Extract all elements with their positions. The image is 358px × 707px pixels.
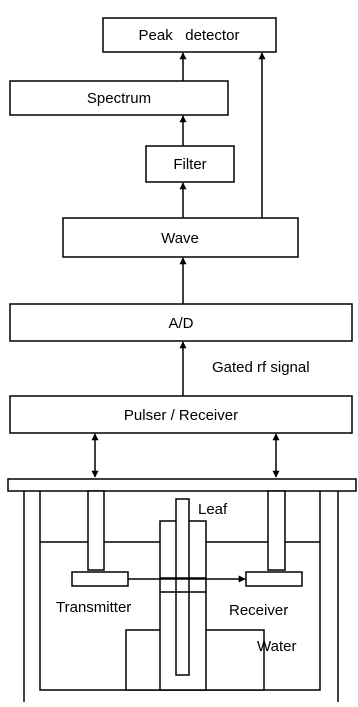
gated-rf-signal-label: Gated rf signal (212, 359, 310, 376)
pulser-receiver-label: Pulser / Receiver (124, 407, 238, 424)
ad-label: A/D (168, 315, 193, 332)
ad-block: A/D (9, 303, 353, 342)
leaf-sample (175, 498, 190, 676)
peak-detector-block: Peak detector (102, 17, 277, 53)
receiver-label: Receiver (229, 602, 288, 619)
peak-detector-label: Peak detector (139, 27, 240, 44)
receiver-rod (267, 490, 286, 571)
water-label: Water (257, 638, 296, 655)
transmitter-rod (87, 490, 105, 571)
transmitter-transducer (71, 571, 129, 587)
wave-block: Wave (62, 217, 299, 258)
filter-label: Filter (173, 156, 206, 173)
wave-label: Wave (161, 230, 199, 247)
transmitter-label: Transmitter (56, 599, 131, 616)
leaf-label: Leaf (198, 501, 228, 518)
mounting-bar (7, 478, 357, 492)
spectrum-label: Spectrum (87, 90, 151, 107)
filter-block: Filter (145, 145, 235, 183)
receiver-transducer (245, 571, 303, 587)
spectrum-block: Spectrum (9, 80, 229, 116)
pulser-receiver-block: Pulser / Receiver (9, 395, 353, 434)
